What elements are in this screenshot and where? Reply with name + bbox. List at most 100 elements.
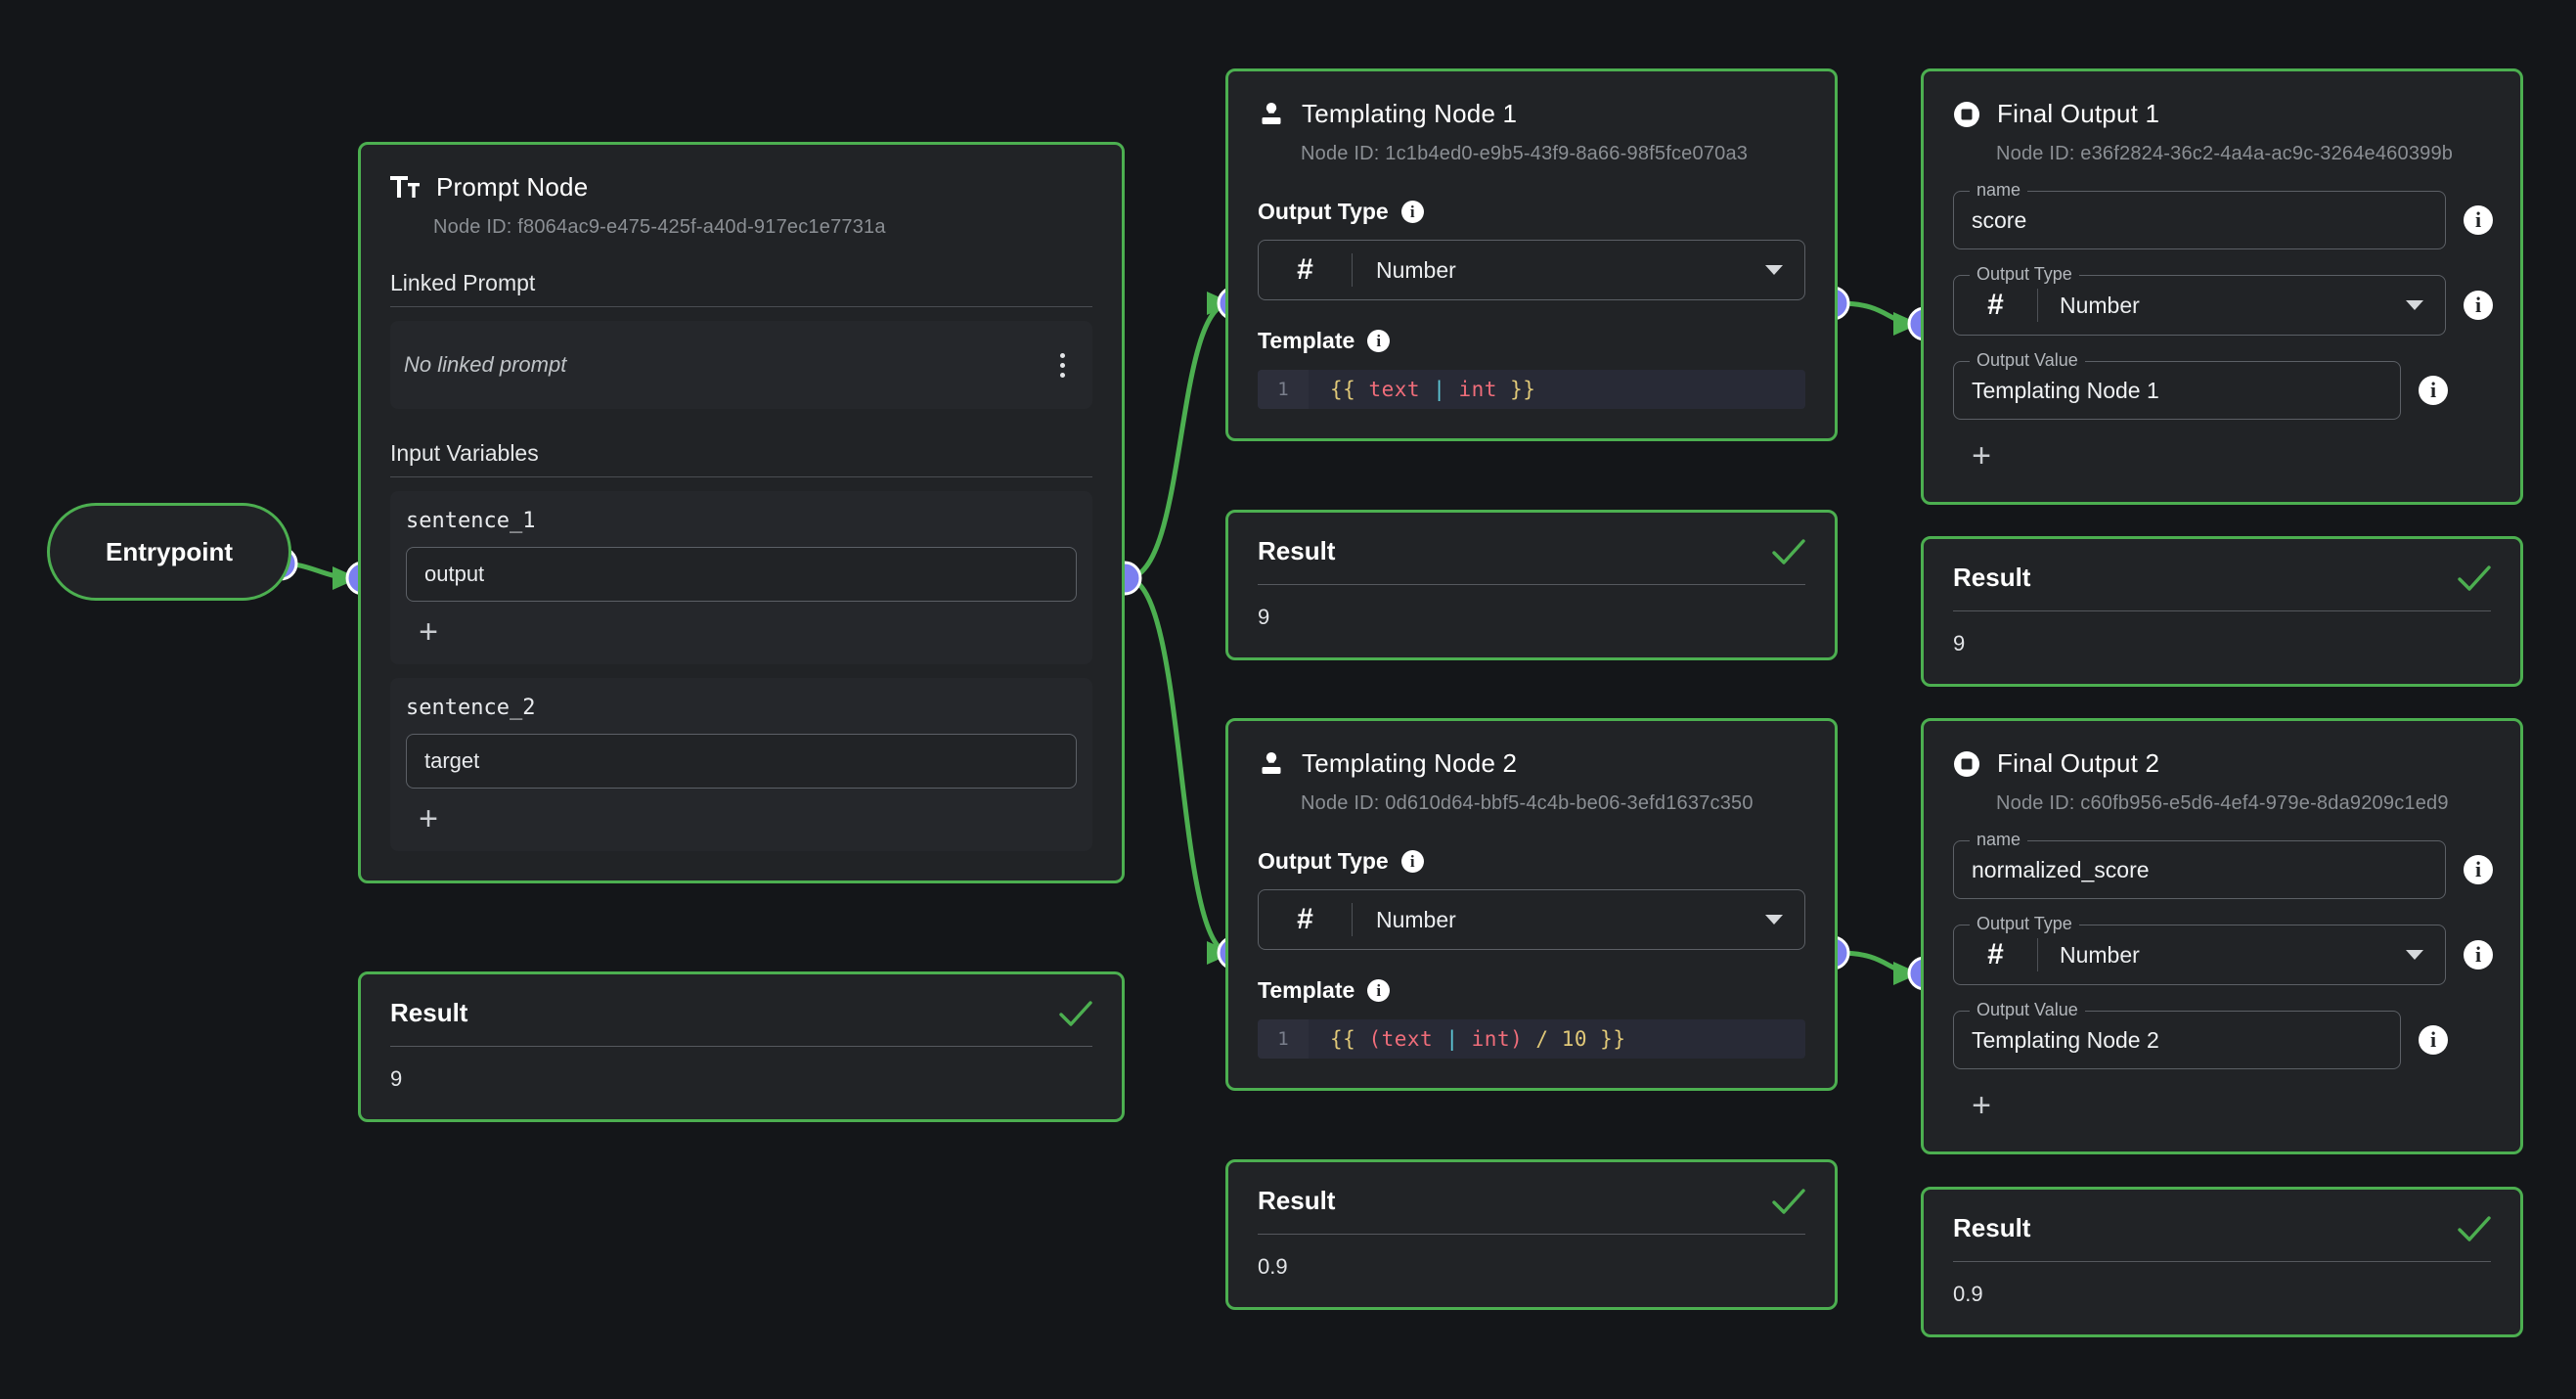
- result-divider: [390, 1046, 1092, 1047]
- check-icon: [1772, 1188, 1805, 1215]
- input-variables-divider: [390, 476, 1092, 477]
- final-output-2-header: Final Output 2: [1953, 748, 2493, 779]
- info-icon[interactable]: i: [2419, 376, 2448, 405]
- stamp-icon: [1258, 750, 1285, 778]
- info-icon[interactable]: i: [2464, 855, 2493, 884]
- chevron-down-icon[interactable]: [1765, 265, 1783, 275]
- prompt-node-id: Node ID: f8064ac9-e475-425f-a40d-917ec1e…: [433, 216, 1092, 239]
- kebab-menu-icon[interactable]: [1054, 347, 1071, 384]
- template-code-editor[interactable]: 1 {{ (text | int) / 10 }}: [1258, 1019, 1805, 1059]
- text-format-icon: [390, 174, 420, 202]
- stop-square-icon: [1953, 101, 1980, 128]
- edge-templating-1-to-final-1: [1840, 303, 1917, 324]
- output-type-field-row: Output Type # Number i: [1953, 925, 2493, 985]
- templating-node-2-result-card: Result 0.9: [1225, 1159, 1838, 1310]
- code-line-content[interactable]: {{ (text | int) / 10 }}: [1309, 1027, 1625, 1051]
- output-name-value: normalized_score: [1972, 857, 2150, 883]
- output-type-select[interactable]: # Number: [1258, 240, 1805, 300]
- output-value-field-row: Output Value Templating Node 2 i: [1953, 1011, 2493, 1069]
- template-code-editor[interactable]: 1 {{ text | int }}: [1258, 370, 1805, 409]
- templating-node-1-result-card: Result 9: [1225, 510, 1838, 660]
- final-output-1[interactable]: Final Output 1 Node ID: e36f2824-36c2-4a…: [1921, 68, 2523, 505]
- stamp-icon: [1258, 101, 1285, 128]
- template-label: Template: [1258, 328, 1355, 354]
- code-line-number: 1: [1258, 370, 1309, 409]
- result-value: 9: [1258, 605, 1805, 630]
- info-icon[interactable]: i: [1401, 201, 1424, 223]
- output-value-input[interactable]: Output Value Templating Node 1: [1953, 361, 2401, 420]
- output-type-label-group: Output Type i: [1258, 848, 1805, 875]
- output-name-input[interactable]: name normalized_score: [1953, 840, 2446, 899]
- output-type-select[interactable]: Output Type # Number: [1953, 275, 2446, 336]
- add-input-variable-button[interactable]: +: [406, 796, 451, 841]
- output-name-field-row: name normalized_score i: [1953, 840, 2493, 899]
- add-input-variable-button[interactable]: +: [406, 609, 451, 654]
- output-type-legend: Output Type: [1970, 915, 2079, 932]
- template-label: Template: [1258, 977, 1355, 1004]
- chevron-down-icon[interactable]: [2406, 300, 2423, 310]
- input-variable-field[interactable]: output: [406, 547, 1077, 602]
- result-header: Result: [1953, 1213, 2491, 1243]
- final-output-2-title: Final Output 2: [1997, 748, 2159, 779]
- output-value-input[interactable]: Output Value Templating Node 2: [1953, 1011, 2401, 1069]
- output-type-select[interactable]: # Number: [1258, 889, 1805, 950]
- output-type-value: Number: [1353, 257, 1456, 284]
- output-type-field-row: Output Type # Number i: [1953, 275, 2493, 336]
- result-divider: [1953, 610, 2491, 611]
- linked-prompt-row[interactable]: No linked prompt: [390, 321, 1092, 409]
- output-value-text: Templating Node 1: [1972, 378, 2159, 404]
- templating-node-2-title: Templating Node 2: [1302, 748, 1517, 779]
- info-icon[interactable]: i: [2464, 291, 2493, 320]
- linked-prompt-divider: [390, 306, 1092, 307]
- info-icon[interactable]: i: [2464, 205, 2493, 235]
- prompt-node-header: Prompt Node: [390, 172, 1092, 203]
- output-name-input[interactable]: name score: [1953, 191, 2446, 249]
- info-icon[interactable]: i: [2464, 940, 2493, 970]
- input-variable-field[interactable]: target: [406, 734, 1077, 789]
- template-label-group: Template i: [1258, 977, 1805, 1004]
- info-icon[interactable]: i: [1367, 979, 1390, 1002]
- result-header: Result: [1258, 536, 1805, 566]
- final-output-1-result-card: Result 9: [1921, 536, 2523, 687]
- prompt-node[interactable]: Prompt Node Node ID: f8064ac9-e475-425f-…: [358, 142, 1125, 883]
- final-output-1-header: Final Output 1: [1953, 99, 2493, 129]
- check-icon: [2458, 564, 2491, 592]
- chevron-down-icon[interactable]: [1765, 915, 1783, 925]
- hash-icon: #: [1954, 938, 2038, 971]
- output-type-value: Number: [1353, 907, 1456, 933]
- final-output-1-title: Final Output 1: [1997, 99, 2159, 129]
- info-icon[interactable]: i: [1367, 330, 1390, 352]
- add-output-button[interactable]: +: [1959, 1083, 2004, 1128]
- templating-node-2[interactable]: Templating Node 2 Node ID: 0d610d64-bbf5…: [1225, 718, 1838, 1091]
- info-icon[interactable]: i: [2419, 1025, 2448, 1055]
- result-title: Result: [1953, 1213, 2030, 1243]
- final-output-2[interactable]: Final Output 2 Node ID: c60fb956-e5d6-4e…: [1921, 718, 2523, 1154]
- output-value-legend: Output Value: [1970, 1001, 2085, 1018]
- entrypoint-node[interactable]: Entrypoint: [47, 503, 291, 601]
- output-name-legend: name: [1970, 831, 2027, 848]
- hash-icon: #: [1954, 289, 2038, 322]
- result-title: Result: [390, 998, 467, 1028]
- output-type-label: Output Type: [1258, 848, 1389, 875]
- stop-square-icon: [1953, 750, 1980, 778]
- input-variable-name: sentence_2: [406, 696, 1077, 720]
- result-title: Result: [1258, 1186, 1335, 1216]
- output-type-legend: Output Type: [1970, 265, 2079, 283]
- output-type-select[interactable]: Output Type # Number: [1953, 925, 2446, 985]
- output-type-label: Output Type: [1258, 199, 1389, 225]
- info-icon[interactable]: i: [1401, 850, 1424, 873]
- code-line-content[interactable]: {{ text | int }}: [1309, 378, 1535, 401]
- result-header: Result: [1258, 1186, 1805, 1216]
- result-header: Result: [1953, 563, 2491, 593]
- output-value-field-row: Output Value Templating Node 1 i: [1953, 361, 2493, 420]
- input-variable-block: sentence_2 target +: [390, 678, 1092, 851]
- add-output-button[interactable]: +: [1959, 433, 2004, 478]
- result-divider: [1258, 584, 1805, 585]
- output-name-value: score: [1972, 207, 2026, 234]
- edge-templating-2-to-final-2: [1840, 953, 1917, 973]
- output-type-label-group: Output Type i: [1258, 199, 1805, 225]
- chevron-down-icon[interactable]: [2406, 950, 2423, 960]
- output-type-value: Number: [2038, 293, 2140, 319]
- templating-node-1[interactable]: Templating Node 1 Node ID: 1c1b4ed0-e9b5…: [1225, 68, 1838, 441]
